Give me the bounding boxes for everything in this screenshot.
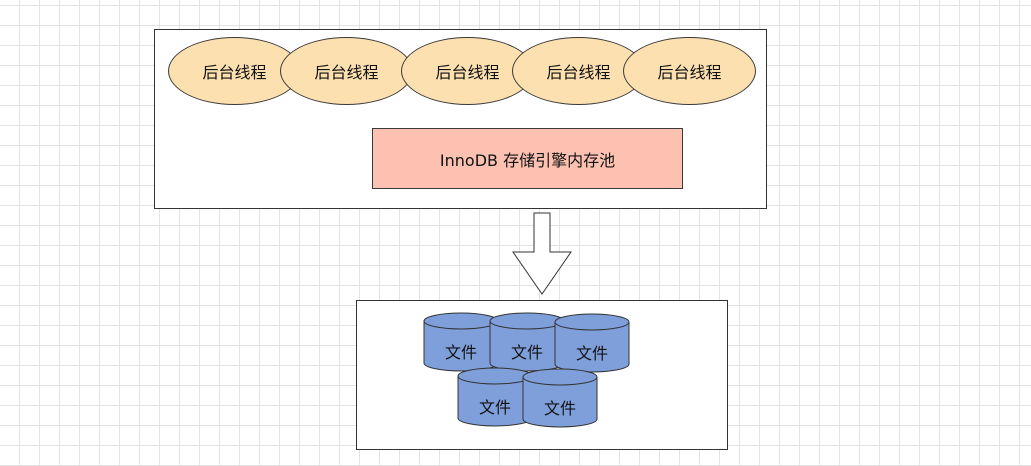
innodb-memory-pool: InnoDB 存储引擎内存池 <box>372 128 683 189</box>
file-label-1: 文件 <box>444 343 477 362</box>
file-cylinder-5 <box>522 368 598 428</box>
background-thread-5: 后台线程 <box>623 37 756 105</box>
background-thread-3: 后台线程 <box>401 37 534 105</box>
background-thread-4: 后台线程 <box>512 37 645 105</box>
file-label-4: 文件 <box>478 398 511 417</box>
file-label-2: 文件 <box>510 343 543 362</box>
file-cylinder-2 <box>489 312 565 372</box>
file-cylinder-3 <box>554 313 630 373</box>
down-arrow <box>512 212 572 295</box>
file-cylinder-4 <box>457 367 533 427</box>
file-label-5: 文件 <box>543 399 576 418</box>
file-cylinder-1 <box>423 312 499 372</box>
file-label-3: 文件 <box>575 344 608 363</box>
background-thread-1: 后台线程 <box>168 37 301 105</box>
